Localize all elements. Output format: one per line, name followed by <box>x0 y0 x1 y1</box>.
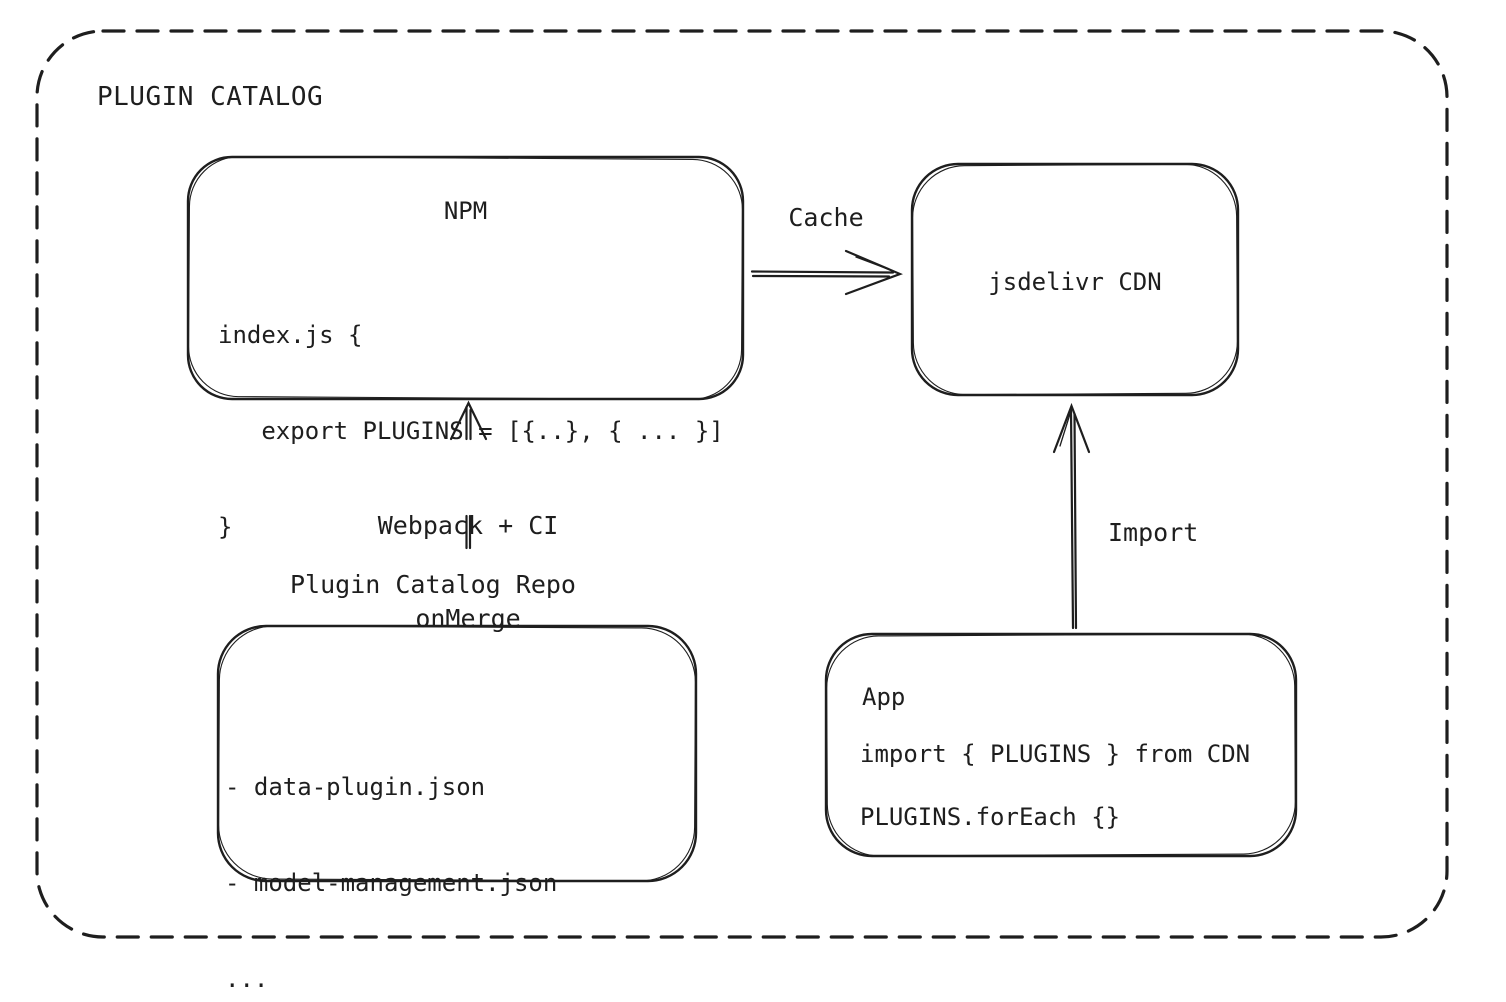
npm-node-title: NPM <box>443 197 488 225</box>
npm-node-code: index.js { export PLUGINS = [{..}, { ...… <box>218 255 724 607</box>
cache-arrow <box>750 249 903 296</box>
repo-node-label: Plugin Catalog Repo <box>290 570 576 599</box>
catalog-title: PLUGIN CATALOG <box>97 82 324 112</box>
cache-arrow-label: Cache <box>788 203 864 232</box>
cdn-node-box <box>910 162 1240 397</box>
npm-node-box <box>186 155 745 401</box>
npm-code-line-2: export PLUGINS = [{..}, { ... }] <box>218 417 724 445</box>
repo-file-item-1: - data-plugin.json <box>225 773 486 801</box>
import-arrow <box>1052 402 1091 630</box>
app-node-box <box>824 632 1298 858</box>
build-arrow-label: Webpack + CI onMerge <box>338 448 598 696</box>
npm-code-line-3: } <box>218 513 233 541</box>
app-node-title: App <box>862 683 906 711</box>
repo-file-item-3: ... <box>225 965 269 993</box>
build-arrow-label-line-2: onMerge <box>415 604 521 633</box>
build-arrow <box>449 400 488 550</box>
build-arrow-label-line-1: Webpack + CI <box>377 511 559 540</box>
app-code-line-1: import { PLUGINS } from CDN <box>860 740 1251 768</box>
repo-node-file-list: - data-plugin.json - model-management.js… <box>225 707 557 1002</box>
catalog-boundary <box>35 29 1449 939</box>
cdn-node-title: jsdelivr CDN <box>988 268 1162 296</box>
app-code-line-2: PLUGINS.forEach {} <box>860 803 1121 831</box>
npm-code-line-1: index.js { <box>218 321 363 349</box>
repo-file-item-2: - model-management.json <box>225 869 558 897</box>
import-arrow-label: Import <box>1108 518 1199 547</box>
repo-node-box <box>216 624 698 883</box>
